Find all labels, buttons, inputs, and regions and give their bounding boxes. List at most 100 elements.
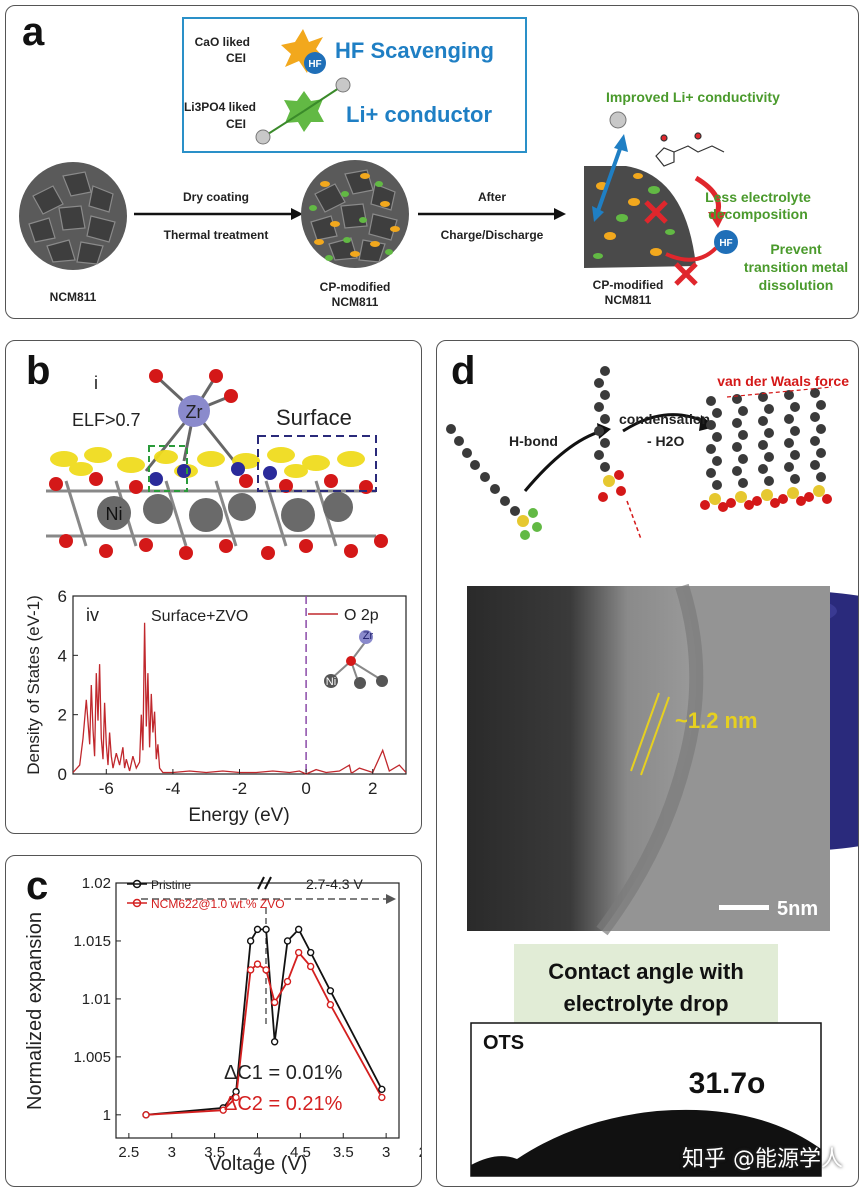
pristine-ncm811-particle <box>19 162 127 270</box>
dos-y-tick-label: 2 <box>58 706 67 725</box>
exp-y-tick-label: 1.005 <box>73 1049 111 1066</box>
exp-y-tick-label: 1.01 <box>82 991 111 1008</box>
dos-roman-iv: iv <box>86 605 99 625</box>
dos-y-tick-label: 4 <box>58 646 67 665</box>
legend-pristine-label: Pristine <box>151 878 191 892</box>
exp-point-1 <box>326 1001 335 1009</box>
scalebar <box>719 905 769 910</box>
hf-badge-text: HF <box>308 59 321 70</box>
dos-x-tick-label: -4 <box>165 779 180 798</box>
dos-x-tick-label: -2 <box>232 779 247 798</box>
exp-point-0 <box>270 1038 279 1046</box>
zvo-curve <box>145 950 383 1116</box>
zr-label: Zr <box>186 402 203 422</box>
dos-series-o2p <box>72 622 407 775</box>
expansion-chart: 2.7-4.3 V 2.533.544.53.532.5 11.0051.011… <box>24 875 421 1175</box>
vdw-label: van der Waals force <box>717 373 849 389</box>
cao-label-2: CEI <box>226 51 246 65</box>
exp-point-1 <box>378 1093 386 1102</box>
inset-zr-label: Zr <box>363 630 374 642</box>
exp-ylabel: Normalized expansion <box>24 912 46 1110</box>
panel-d-graphic: H-bond condensation - H2O <box>446 366 858 1177</box>
scalebar-label: 5nm <box>777 898 818 920</box>
dos-xlabel: Energy (eV) <box>188 805 289 826</box>
zr-atom <box>178 395 210 427</box>
surface-label: Surface <box>276 405 352 430</box>
step1-top-label: Dry coating <box>183 190 249 204</box>
watermark: 知乎 @能源学人 <box>682 1147 843 1172</box>
exp-y-tick-label: 1.015 <box>73 933 111 950</box>
final-label-1: CP-modified <box>593 278 664 292</box>
exp-x-tick-label: 4.5 <box>290 1144 311 1161</box>
ots-molecule-free <box>446 424 542 540</box>
hf-molecule-text: HF <box>719 238 732 249</box>
ots-label: OTS <box>483 1032 524 1054</box>
exp-x-tick-label: 2.5 <box>118 1144 139 1161</box>
exp-point-0 <box>283 937 292 945</box>
panel-b-label: b <box>26 349 51 393</box>
exp-x-tick-label: 3 <box>382 1144 390 1161</box>
hf-badge-icon: HF <box>304 52 326 74</box>
modified-label-1: CP-modified <box>320 280 391 294</box>
ni-label: Ni <box>106 504 123 524</box>
condensation-arrow <box>622 413 708 433</box>
step1-bottom-label: Thermal treatment <box>164 228 269 242</box>
delta-c1: ΔC1 = 0.01% <box>224 1062 343 1084</box>
panel-c: 2.7-4.3 V 2.533.544.53.532.5 11.0051.011… <box>5 855 422 1187</box>
benefit-2-line2: decomposition <box>708 206 808 222</box>
vdw-dashed <box>726 386 833 398</box>
pristine-curve <box>145 927 383 1116</box>
benefit-3-line2: transition metal <box>744 259 848 275</box>
exp-x-ticks: 2.533.544.53.532.5 <box>118 1133 421 1161</box>
sam-layer <box>700 388 832 512</box>
contact-title-2: electrolyte drop <box>563 991 728 1016</box>
exp-x-tick-label: 4 <box>253 1144 261 1161</box>
thickness-line-1 <box>630 692 660 772</box>
elf-label: ELF>0.7 <box>72 410 141 430</box>
inset-ni-label: Ni <box>326 676 336 688</box>
dos-x-tick-label: 0 <box>301 779 310 798</box>
hf-scavenging-title: HF Scavenging <box>335 38 494 63</box>
dos-legend-label: O 2p <box>344 607 379 624</box>
dos-ylabel: Density of States (eV-1) <box>24 595 43 775</box>
li-ion-icon-2 <box>255 129 271 145</box>
exp-point-1 <box>283 977 292 986</box>
electrolyte-molecule-icon <box>655 132 725 167</box>
exp-x-tick-label: 3.5 <box>204 1144 225 1161</box>
benefit-3-line1: Prevent <box>770 241 822 257</box>
delta-c2: ΔC2 = 0.21% <box>224 1093 343 1115</box>
dos-x-tick-label: -6 <box>99 779 114 798</box>
benefit-3-line3: dissolution <box>759 277 834 293</box>
exp-y-tick-label: 1 <box>103 1107 111 1124</box>
li-arrow-up <box>303 87 340 112</box>
benefit-1: Improved Li+ conductivity <box>606 89 780 105</box>
hbond-dashed <box>626 500 642 540</box>
legend-zvo-label: NCM622@1.0 wt.% ZVO <box>151 897 285 911</box>
exp-xlabel: Voltage (V) <box>209 1153 308 1175</box>
thickness-label: ~1.2 nm <box>675 708 758 733</box>
crystal-structure <box>46 369 388 560</box>
contact-angle-value: 31.7o <box>689 1067 766 1100</box>
exp-point-1 <box>262 966 270 974</box>
cp-modified-surface-section <box>584 166 696 268</box>
dos-inset-molecule: Zr Ni <box>324 630 388 689</box>
cao-label-1: CaO liked <box>195 35 250 49</box>
roman-i: i <box>94 373 98 393</box>
hf-molecule-icon: HF <box>714 230 738 254</box>
li-transport-arrow <box>596 145 623 212</box>
hbond-arrow <box>523 429 603 492</box>
exp-point-0 <box>253 925 262 934</box>
condensation-label: condensation <box>619 411 710 427</box>
panel-d: H-bond condensation - H2O <box>436 340 859 1187</box>
exp-point-1 <box>253 960 262 968</box>
li-ion-icon-3 <box>609 111 627 129</box>
contact-title-box <box>514 944 778 1028</box>
dos-y-tick-label: 0 <box>58 765 67 784</box>
panel-c-graphic: 2.7-4.3 V 2.533.544.53.532.5 11.0051.011… <box>24 875 421 1175</box>
expansion-points <box>142 925 386 1119</box>
surface-highlight-box <box>257 435 377 492</box>
